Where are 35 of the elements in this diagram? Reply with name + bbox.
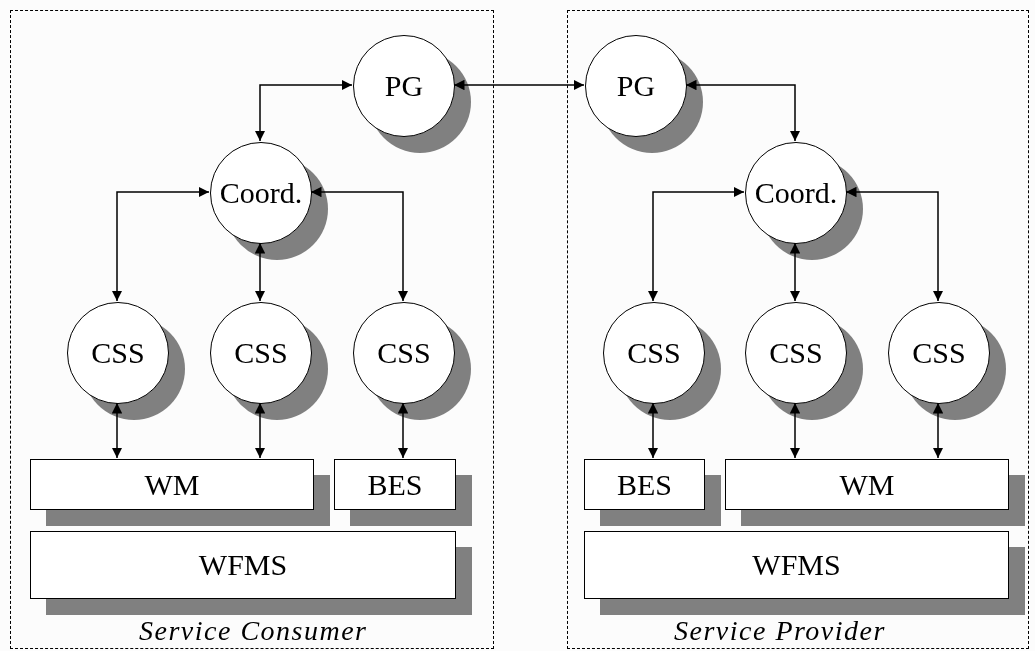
component-label: PG	[384, 69, 424, 103]
double-arrow	[685, 79, 801, 142]
component-label: Coord.	[219, 176, 303, 210]
double-arrow	[310, 186, 409, 302]
component-label: Coord.	[754, 176, 838, 210]
double-arrow	[647, 186, 745, 302]
double-arrow	[647, 402, 659, 459]
boundary-title: Service Consumer	[139, 615, 368, 647]
double-arrow	[932, 402, 944, 459]
component-label: WFMS	[752, 548, 841, 582]
component-label: PG	[616, 69, 656, 103]
component-label: WM	[144, 467, 200, 502]
double-arrow	[845, 186, 944, 302]
component-label: CSS	[377, 336, 431, 370]
boundary-title: Service Provider	[674, 615, 886, 647]
double-arrow	[111, 186, 210, 302]
component-label: CSS	[769, 336, 823, 370]
double-arrow	[254, 402, 266, 459]
dashed-boundary	[10, 10, 494, 649]
component-label: CSS	[91, 336, 145, 370]
double-arrow	[453, 79, 585, 91]
double-arrow	[254, 79, 353, 142]
component-label: BES	[367, 467, 423, 502]
double-arrow	[789, 242, 801, 302]
component-label: WFMS	[198, 548, 288, 582]
double-arrow	[397, 402, 409, 459]
component-label: CSS	[627, 336, 681, 370]
component-label: CSS	[234, 336, 288, 370]
component-label: WM	[839, 467, 895, 502]
component-label: BES	[617, 467, 672, 502]
dashed-boundary	[567, 10, 1029, 649]
double-arrow	[254, 242, 266, 302]
double-arrow	[111, 402, 123, 459]
double-arrow	[789, 402, 801, 459]
component-label: CSS	[912, 336, 966, 370]
